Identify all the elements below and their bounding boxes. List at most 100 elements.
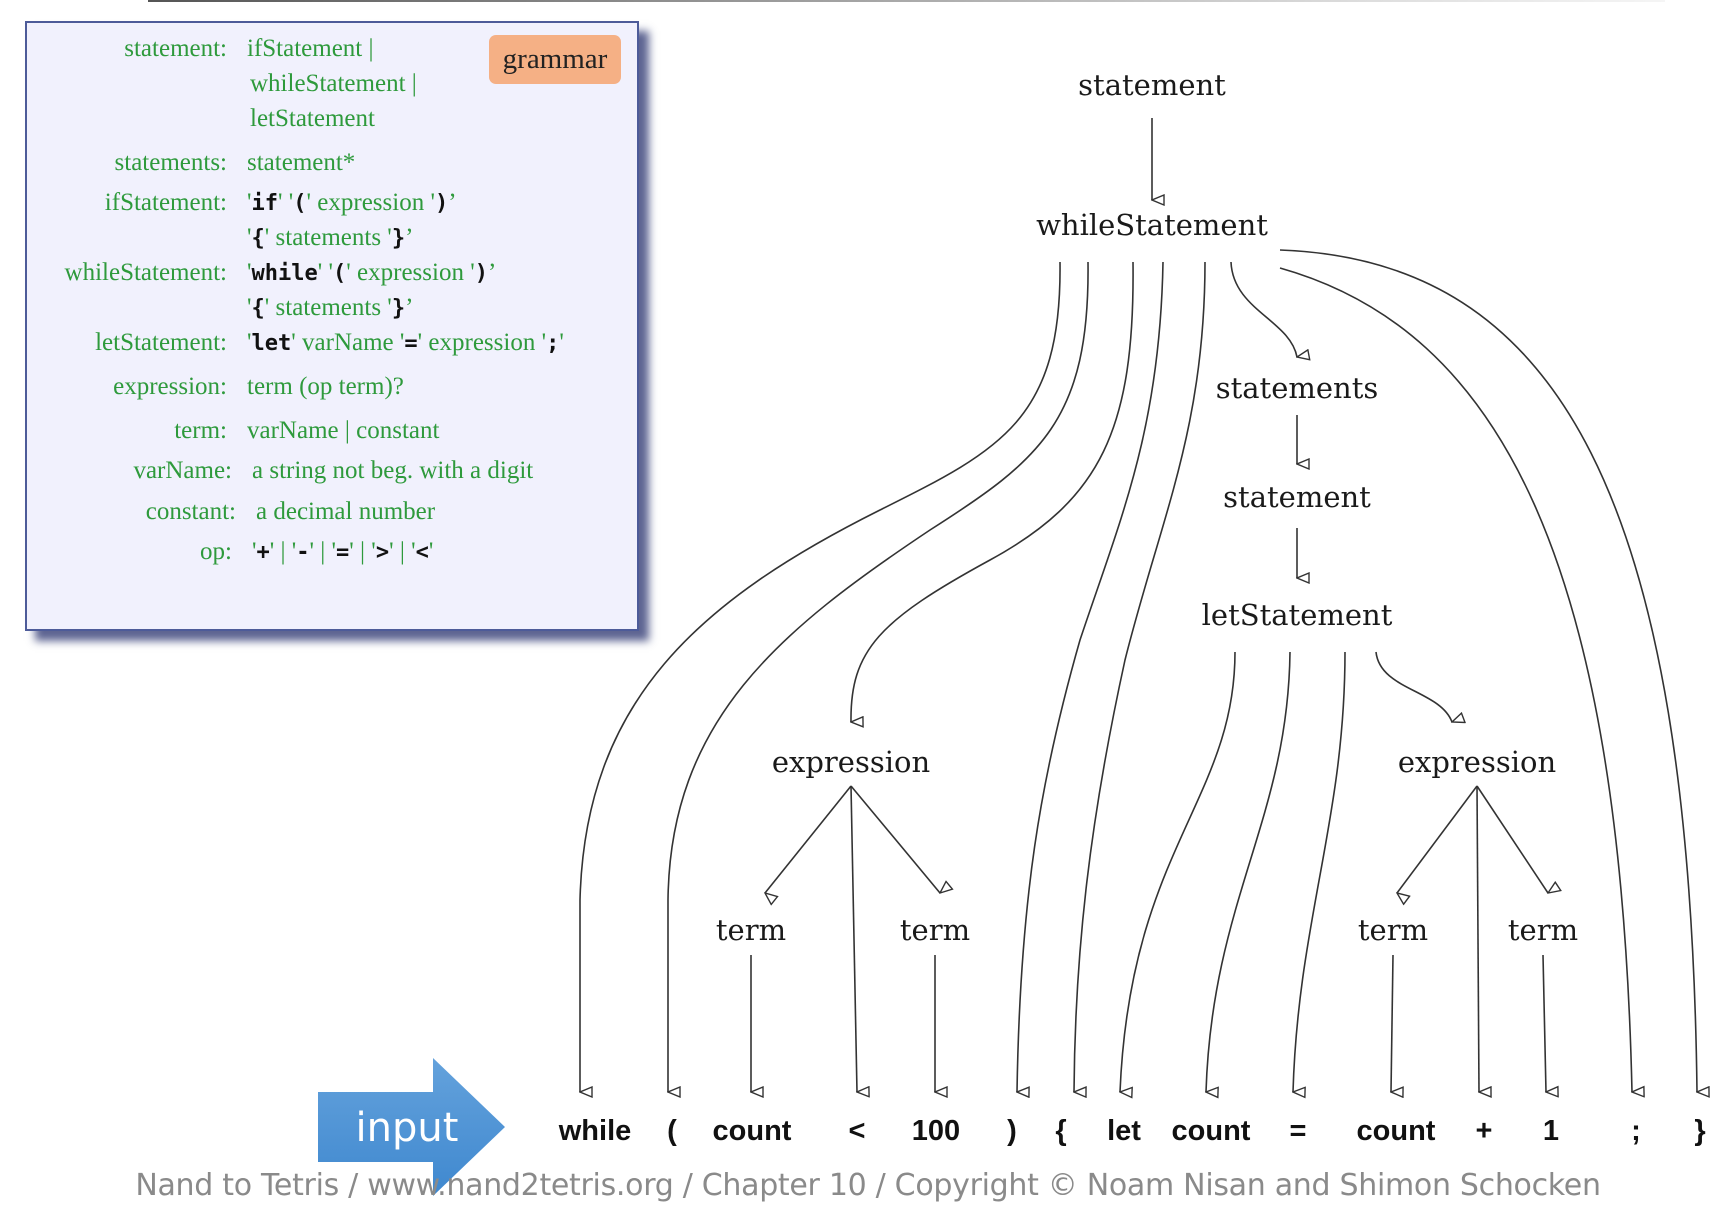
grammar-text: ' expression ' bbox=[306, 189, 435, 216]
edge-while-to-semicolon bbox=[1279, 267, 1632, 1092]
grammar-rule-definition: ifStatement | bbox=[247, 35, 374, 63]
edge-let-to-equals bbox=[1293, 651, 1346, 1092]
tree-node-term: term bbox=[1508, 913, 1578, 947]
tree-node-statement: statement bbox=[1223, 480, 1371, 514]
grammar-terminal: if bbox=[251, 191, 279, 216]
grammar-terminal: ) bbox=[474, 261, 488, 286]
grammar-rule-definition: whileStatement | bbox=[250, 70, 417, 98]
input-token: let bbox=[1107, 1115, 1141, 1147]
footer-copyright: Nand to Tetris / www.nand2tetris.org / C… bbox=[135, 1168, 1601, 1203]
edge-expr1-fork-right bbox=[850, 785, 940, 893]
grammar-rule-definition: term (op term)? bbox=[247, 373, 404, 401]
input-token: while bbox=[558, 1115, 632, 1147]
grammar-text: ' | ' bbox=[389, 538, 416, 565]
edge-expr1-fork-left bbox=[765, 785, 852, 893]
grammar-terminal: = bbox=[404, 331, 418, 356]
grammar-rule-name: expression: bbox=[113, 373, 227, 400]
grammar-rule-definition: 'if' '(' expression ')’ bbox=[247, 189, 457, 217]
input-token: < bbox=[849, 1115, 866, 1147]
grammar-text: ' expression ' bbox=[346, 259, 475, 286]
grammar-text: ' ' bbox=[278, 189, 294, 216]
grammar-terminal: { bbox=[251, 226, 265, 251]
grammar-text: ' bbox=[559, 329, 564, 356]
input-token: = bbox=[1290, 1115, 1307, 1147]
grammar-panel: grammar statement:ifStatement |whileStat… bbox=[25, 21, 639, 631]
grammar-text: letStatement bbox=[250, 105, 375, 132]
grammar-text: ' | ' bbox=[269, 538, 297, 565]
grammar-text: ifStatement | bbox=[247, 35, 374, 62]
tree-node-expression: expression bbox=[772, 745, 930, 779]
grammar-terminal: ; bbox=[546, 331, 560, 356]
grammar-text: ' bbox=[247, 259, 252, 286]
grammar-text: a decimal number bbox=[256, 498, 436, 525]
tree-node-whilestatement: whileStatement bbox=[1036, 208, 1268, 242]
edge-expr2-fork-right bbox=[1476, 785, 1548, 893]
grammar-rule-definition: 'while' '(' expression ')’ bbox=[247, 259, 496, 287]
input-token: } bbox=[1694, 1115, 1705, 1147]
edge-term4-to-1 bbox=[1542, 954, 1546, 1092]
grammar-terminal: { bbox=[251, 296, 265, 321]
input-token: { bbox=[1055, 1115, 1066, 1147]
grammar-rule-definition: letStatement bbox=[250, 105, 375, 133]
edge-while-to-lbrace bbox=[1074, 261, 1206, 1092]
input-token: 1 bbox=[1543, 1115, 1559, 1147]
input-token: count bbox=[713, 1115, 792, 1147]
grammar-text: ' ' bbox=[317, 259, 334, 286]
grammar-rule-name: varName: bbox=[133, 457, 232, 484]
edge-while-to-while-token bbox=[580, 261, 1061, 1092]
edge-let-to-count bbox=[1206, 651, 1291, 1092]
edges-layer bbox=[580, 118, 1697, 1092]
grammar-text: ’ bbox=[448, 189, 457, 216]
grammar-terminal: let bbox=[251, 331, 292, 356]
edge-let-to-expression bbox=[1375, 651, 1452, 722]
grammar-text: whileStatement | bbox=[250, 70, 417, 97]
edge-while-to-statements bbox=[1230, 261, 1297, 357]
grammar-rule-definition: '+' | '-' | '=' | '>' | '<' bbox=[252, 538, 433, 566]
top-divider-line bbox=[148, 0, 1665, 2]
grammar-text: ' expression ' bbox=[417, 329, 547, 356]
grammar-text: ' bbox=[247, 224, 252, 251]
grammar-rule-definition: a decimal number bbox=[256, 498, 435, 526]
grammar-rule-name: term: bbox=[174, 417, 227, 444]
tree-node-term: term bbox=[900, 913, 970, 947]
grammar-rule-name: constant: bbox=[145, 498, 236, 525]
grammar-text: ' | ' bbox=[309, 538, 337, 565]
grammar-text: ’ bbox=[487, 259, 497, 286]
input-token: count bbox=[1357, 1115, 1436, 1147]
grammar-text: statement* bbox=[247, 149, 356, 176]
input-token: ) bbox=[1007, 1115, 1017, 1147]
grammar-text: ’ bbox=[405, 224, 414, 251]
nodes-layer: statementwhileStatementstatementsstateme… bbox=[716, 68, 1578, 947]
grammar-text: ' statements ' bbox=[264, 224, 392, 251]
grammar-rule-name: letStatement: bbox=[95, 329, 227, 356]
grammar-terminal: ( bbox=[333, 261, 347, 286]
grammar-terminal: } bbox=[391, 226, 406, 251]
edge-expr2-to-plus bbox=[1476, 785, 1479, 1092]
grammar-rule-name: whileStatement: bbox=[64, 259, 227, 286]
grammar-text: term (op term)? bbox=[247, 373, 404, 400]
grammar-rule-definition: statement* bbox=[247, 149, 355, 177]
grammar-terminal: } bbox=[391, 296, 406, 321]
grammar-text: ' | ' bbox=[349, 538, 376, 565]
edge-while-to-lparen bbox=[668, 261, 1089, 1092]
grammar-rule-definition: varName | constant bbox=[247, 417, 439, 445]
input-token: 100 bbox=[912, 1115, 960, 1147]
grammar-badge: grammar bbox=[489, 35, 621, 84]
edge-term3-to-count bbox=[1391, 954, 1393, 1092]
grammar-terminal: + bbox=[256, 540, 270, 565]
grammar-terminal: while bbox=[251, 261, 318, 286]
edge-expr2-fork-left bbox=[1397, 785, 1478, 893]
grammar-text: ' bbox=[252, 538, 257, 565]
edge-while-to-rparen bbox=[1017, 261, 1164, 1092]
tree-node-expression: expression bbox=[1398, 745, 1556, 779]
grammar-text: a string not beg. with a digit bbox=[252, 457, 534, 484]
grammar-text: ' bbox=[247, 329, 252, 356]
input-token: + bbox=[1476, 1115, 1493, 1147]
grammar-rule-name: ifStatement: bbox=[104, 189, 227, 216]
grammar-terminal: = bbox=[336, 540, 350, 565]
edge-expr1-to-lt bbox=[850, 785, 857, 1092]
grammar-terminal: < bbox=[415, 540, 429, 565]
grammar-terminal: ) bbox=[434, 191, 449, 216]
